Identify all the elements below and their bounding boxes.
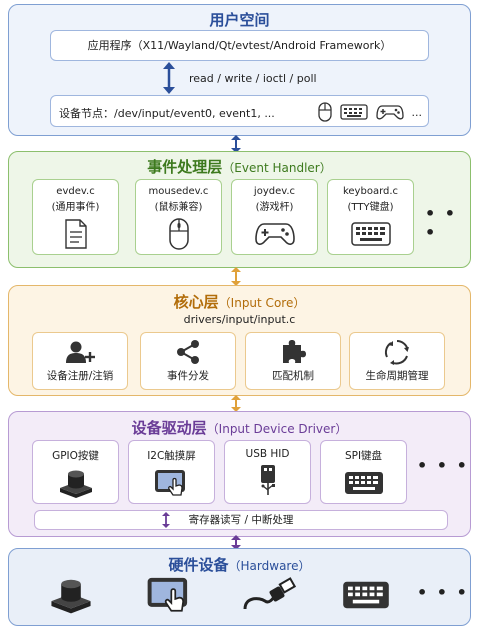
bidirectional-arrow-icon (163, 62, 175, 94)
event-handler-title: 事件处理层（Event Handler） (147, 158, 332, 176)
driver-spi-card: SPI键盘 (320, 440, 407, 504)
register-arrow-icon (162, 512, 170, 528)
input-core-path: drivers/input/input.c (183, 313, 296, 326)
core-driver-arrow-icon (231, 395, 241, 412)
keyboard-icon (350, 222, 391, 246)
document-icon (64, 219, 87, 249)
keyboard-icon (344, 472, 383, 494)
joydev-card: joydev.c (游戏杆) (231, 179, 318, 255)
keyboard-icon (343, 581, 389, 609)
device-node-box: 设备节点：/dev/input/event0, event1, ... (50, 95, 429, 127)
driver-i2c-card: I2C触摸屏 (128, 440, 215, 504)
more-drivers-ellipsis: • • • (417, 456, 469, 475)
hw-keyboard (336, 573, 396, 617)
driver-gpio-card: GPIO按键 (32, 440, 119, 504)
gamepad-icon (375, 105, 404, 120)
event-handler-layer: 事件处理层（Event Handler） evdev.c (通用事件) mous… (8, 151, 471, 268)
gamepad-icon (254, 223, 295, 245)
user-event-arrow-icon (231, 135, 241, 153)
hardware-layer: 硬件设备（Hardware） (8, 548, 471, 626)
register-interrupt-label: 寄存器读写 / 中断处理 (188, 514, 294, 526)
user-add-icon (66, 341, 95, 363)
mouse-icon (168, 218, 189, 250)
usb-icon (260, 465, 275, 495)
user-space-layer: 用户空间 应用程序（X11/Wayland/Qt/evtest/Android … (8, 4, 471, 136)
device-node-label: 设备节点：/dev/input/event0, event1, ... (59, 107, 275, 120)
core-item-register: 设备注册/注销 (32, 332, 128, 390)
hardware-title: 硬件设备（Hardware） (168, 556, 311, 574)
input-core-layer: 核心层（Input Core） drivers/input/input.c 设备… (8, 285, 471, 396)
device-driver-layer: 设备驱动层（Input Device Driver） GPIO按键 I2C触摸屏… (8, 411, 471, 537)
keyboard-icon (339, 104, 368, 120)
evdev-card: evdev.c (通用事件) (32, 179, 119, 255)
device-driver-title: 设备驱动层（Input Device Driver） (131, 419, 348, 437)
mousedev-card: mousedev.c (鼠标兼容) (135, 179, 222, 255)
core-item-dispatch: 事件分发 (140, 332, 236, 390)
touchscreen-icon (154, 470, 185, 496)
more-devices-ellipsis: ... (411, 105, 423, 119)
core-item-match: 匹配机制 (245, 332, 341, 390)
input-core-title: 核心层（Input Core） (173, 293, 306, 311)
keyboard-c-card: keyboard.c (TTY键盘) (327, 179, 414, 255)
hw-usb-cable (239, 573, 299, 617)
cycle-icon (384, 340, 409, 365)
event-core-arrow-icon (231, 267, 241, 286)
button-icon (59, 470, 92, 498)
more-handlers-ellipsis: • • • (425, 204, 458, 242)
core-item-lifecycle: 生命周期管理 (349, 332, 445, 390)
driver-hardware-arrow-icon (231, 535, 241, 550)
application-box: 应用程序（X11/Wayland/Qt/evtest/Android Frame… (50, 30, 429, 61)
button-icon (51, 579, 91, 614)
driver-usb-card: USB HID (224, 440, 311, 504)
register-interrupt-box: 寄存器读写 / 中断处理 (34, 510, 448, 530)
puzzle-icon (283, 340, 306, 363)
io-calls-label: read / write / ioctl / poll (189, 72, 317, 85)
share-icon (177, 340, 199, 364)
touchscreen-icon (147, 577, 188, 612)
more-hardware-ellipsis: • • • (417, 583, 469, 602)
hw-touchscreen (140, 573, 200, 617)
user-space-title: 用户空间 (209, 11, 270, 29)
usb-cable-icon (243, 577, 297, 610)
mouse-icon (317, 102, 332, 122)
hw-button (41, 573, 101, 617)
